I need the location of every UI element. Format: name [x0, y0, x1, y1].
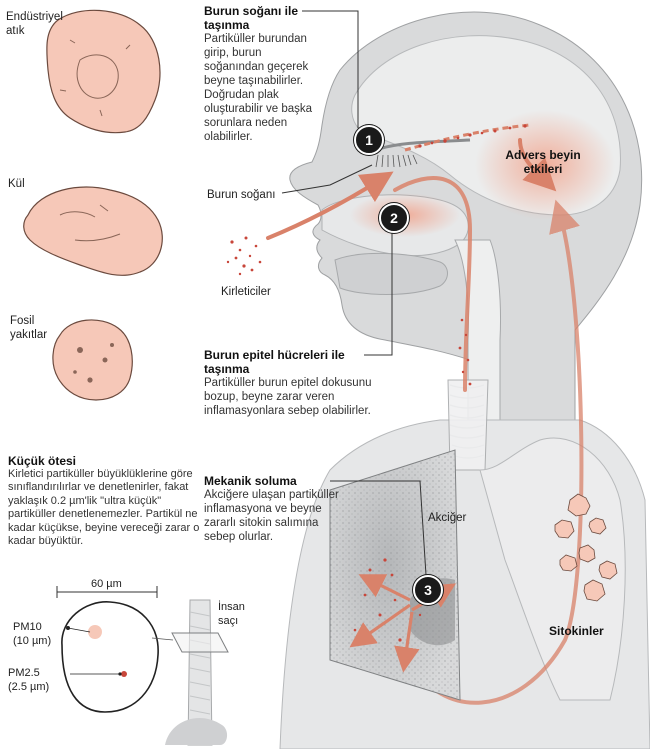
ash-label: Kül: [8, 178, 25, 190]
brain-effects-label: Advers beyin etkileri: [505, 148, 581, 176]
leader-lines: [281, 10, 427, 576]
small-size-title: Küçük ötesi: [8, 454, 77, 468]
step2-text: Partiküller burun epitel dokusunu bozup,…: [204, 377, 372, 417]
step1-title: Burun soğanı ile taşınma: [204, 4, 299, 32]
step3-text: Akciğere ulaşan partiküller inflamasyona…: [204, 489, 339, 543]
step3-title: Mekanik soluma: [204, 474, 297, 488]
industrial-waste-particle: [46, 9, 161, 134]
small-size-section: Küçük ötesi Kirletici partiküller büyükl…: [8, 454, 200, 548]
scale-diagram: [56, 586, 229, 746]
ash-particle: [23, 186, 163, 276]
industrial-waste-label: Endüstriyel atık: [6, 11, 63, 37]
pollutant-particles: [226, 236, 262, 276]
step2-section: Burun epitel hücreleri ile taşınma Parti…: [204, 348, 394, 418]
flow-arrows: [266, 138, 584, 705]
fossil-fuel-particle: [52, 319, 133, 401]
pm10-label: PM10 (10 µm): [13, 621, 52, 647]
trachea-particles: [458, 318, 472, 386]
step1-section: Burun soğanı ile taşınma Partiküller bur…: [204, 4, 334, 144]
step2-badge: 2: [379, 203, 409, 233]
cytokines-label: Sitokinler: [549, 624, 604, 638]
olfactory-bulb: [374, 138, 471, 168]
step1-badge: 1: [354, 125, 384, 155]
step2-title: Burun epitel hücreleri ile taşınma: [204, 348, 345, 376]
pollutants-label: Kirleticiler: [221, 286, 271, 298]
human-hair-label: İnsan saçı: [218, 601, 245, 627]
step1-text: Partiküller burundan girip, burun soğanı…: [204, 33, 313, 143]
pm25-label: PM2.5 (2.5 µm): [8, 667, 50, 693]
lung-label: Akciğer: [428, 512, 467, 524]
scale-width-label: 60 µm: [91, 578, 122, 590]
step3-badge: 3: [413, 575, 443, 605]
fossil-fuels-label: Fosil yakıtlar: [10, 315, 48, 341]
olfactory-bulb-label: Burun soğanı: [207, 189, 276, 201]
small-size-text: Kirletici partiküller büyüklüklerine gör…: [8, 468, 200, 548]
brain-route-particles: [404, 123, 531, 152]
step3-section: Mekanik soluma Akciğere ulaşan partiküll…: [204, 474, 374, 544]
cytokine-particles: [554, 493, 618, 602]
